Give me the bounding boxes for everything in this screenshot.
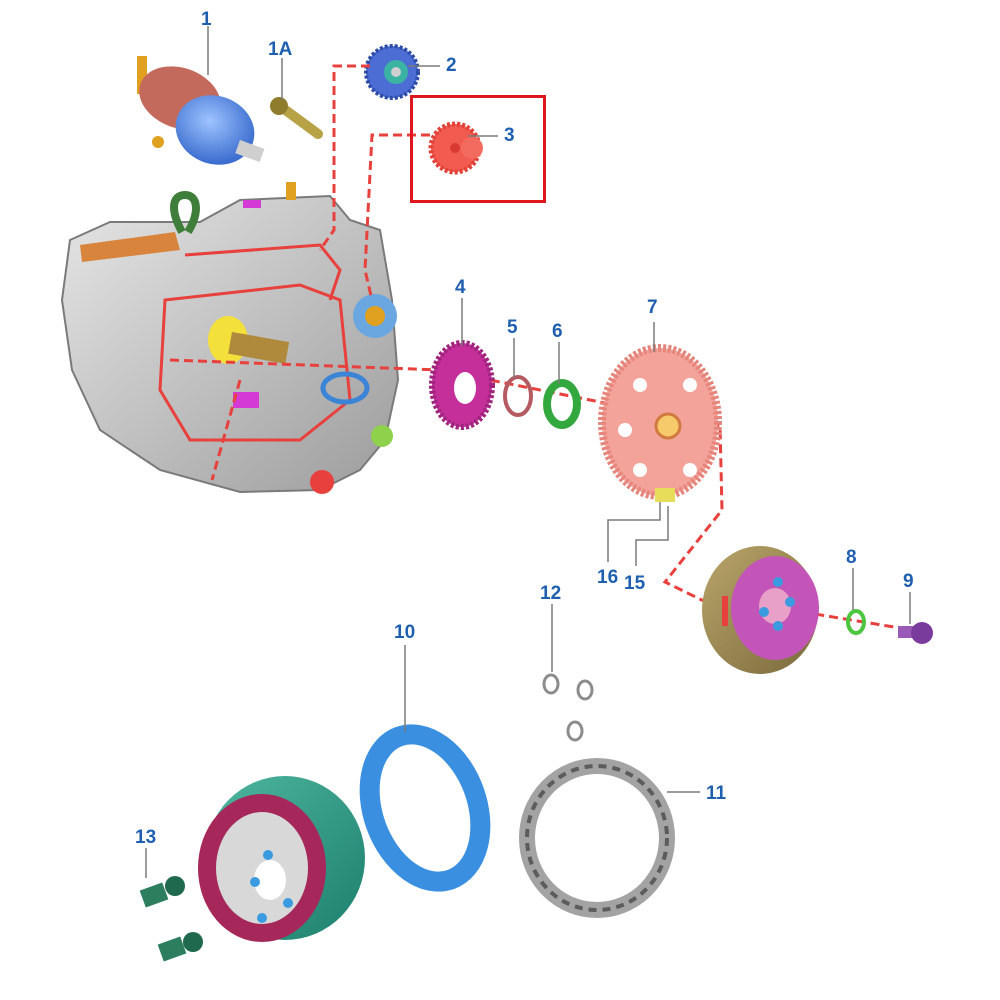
part-label-11: 11 [706, 783, 727, 804]
engine-crankcase [60, 182, 400, 494]
drive-path-lines [169, 64, 901, 630]
green-ring-8 [846, 609, 866, 635]
part-label-8: 8 [846, 547, 857, 568]
part-label-15: 15 [624, 573, 646, 594]
part-label-6: 6 [552, 321, 563, 342]
part-label-9: 9 [903, 571, 914, 592]
part-label-16: 16 [597, 567, 619, 588]
part-label-2: 2 [446, 55, 457, 76]
flywheel-lower [198, 776, 365, 942]
flywheel-bolt-9 [898, 622, 933, 644]
part-label-5: 5 [507, 317, 518, 338]
part-label-4: 4 [455, 277, 466, 298]
starter-bolt [270, 97, 323, 139]
starter-motor [137, 56, 265, 165]
one-way-clutch-11 [519, 758, 675, 918]
blue-ring-10 [359, 724, 491, 892]
green-washer-6 [543, 379, 581, 429]
part-label-1a: 1A [268, 39, 293, 60]
part-label-12: 12 [540, 583, 562, 604]
part-label-13: 13 [135, 827, 157, 848]
part-label-10: 10 [394, 622, 416, 643]
reduction-gear-2 [364, 44, 420, 100]
leader-lines [145, 26, 911, 878]
flywheel-rotor [702, 546, 819, 674]
idle-gear-3 [428, 121, 483, 175]
starter-clutch-gear-7 [598, 344, 722, 502]
flywheel-bolts-13 [139, 876, 203, 962]
part-label-7: 7 [647, 297, 658, 318]
washer-5 [503, 375, 533, 417]
part-label-3: 3 [504, 125, 515, 146]
starter-driven-gear-4 [429, 340, 495, 430]
highlight-frame-part-3 [410, 95, 546, 203]
part-label-1: 1 [201, 9, 212, 30]
small-washers-12 [542, 673, 594, 742]
